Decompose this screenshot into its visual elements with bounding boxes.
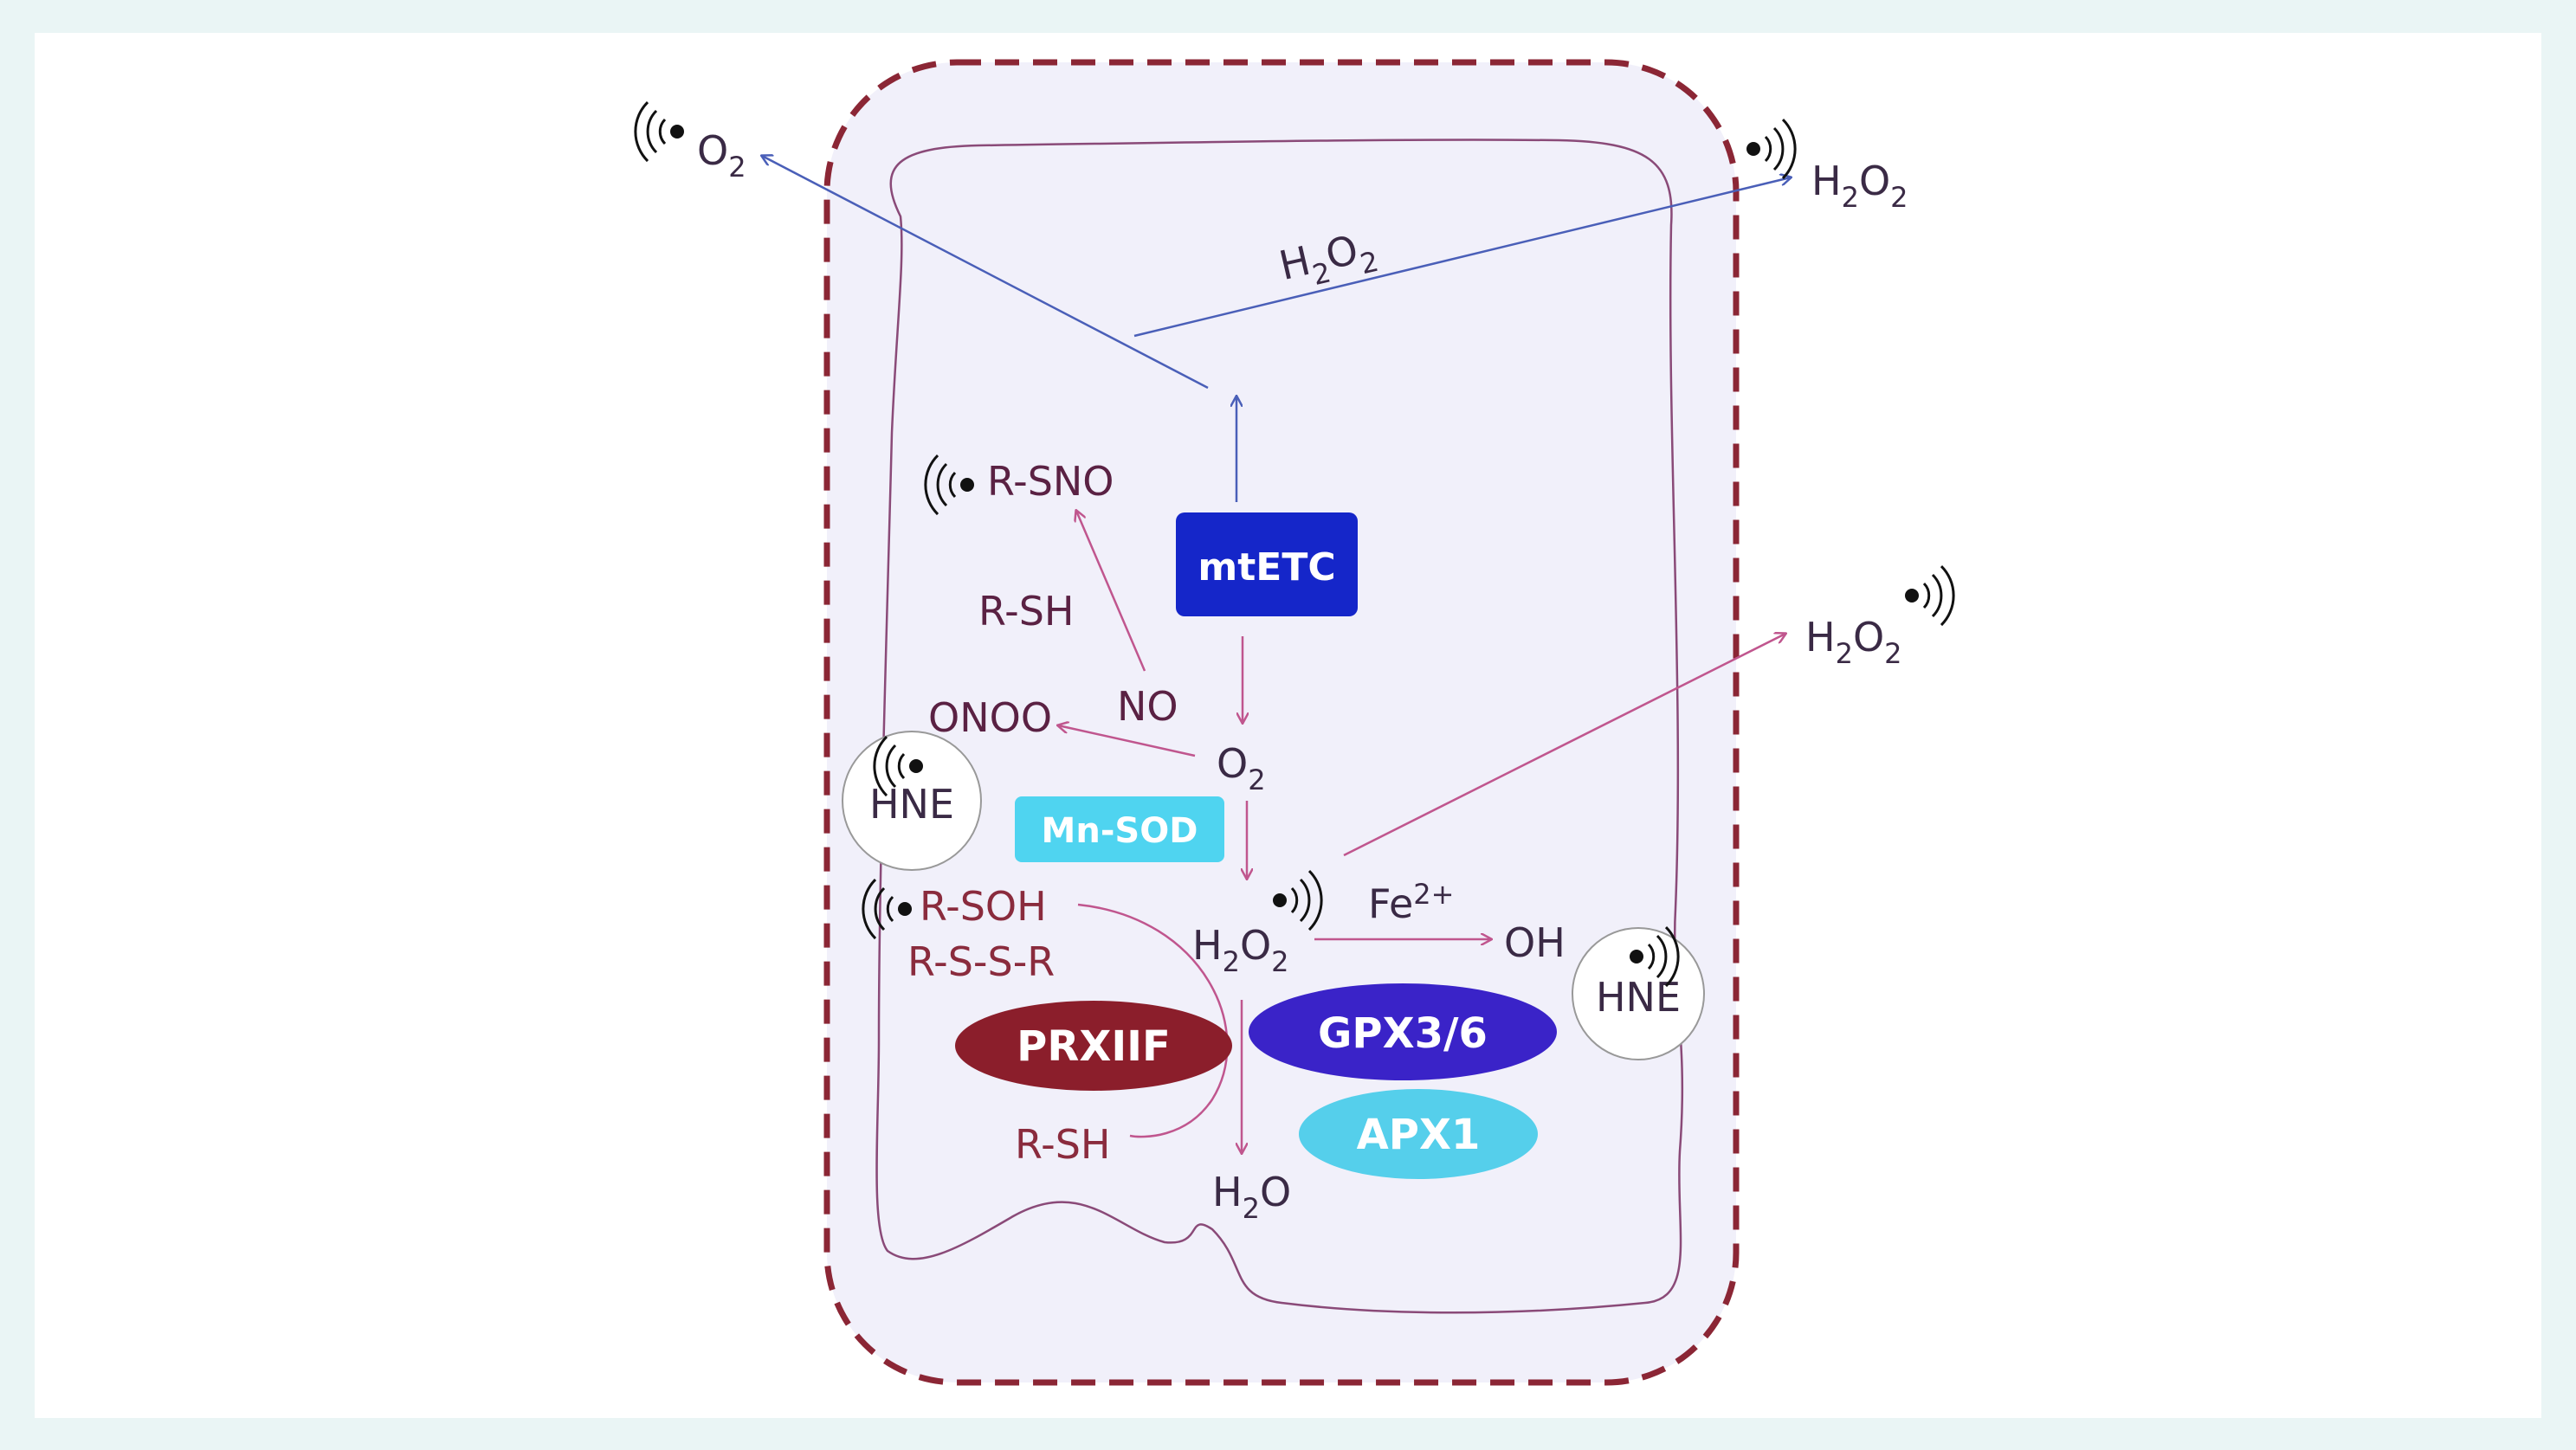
hne-right-label: HNE — [1596, 974, 1681, 1021]
hne-left-label: HNE — [869, 781, 954, 828]
gpx-ellipse — [1249, 983, 1557, 1080]
arrow-no-to-rsno — [1076, 511, 1146, 672]
onoo-label: ONOO — [928, 694, 1052, 741]
arrow-to-h2o2-out — [1133, 177, 1791, 338]
h2o-label: H2O — [1212, 1169, 1291, 1225]
rsh-bottom-label: R-SH — [1015, 1121, 1111, 1168]
apx1-label: APX1 — [1357, 1111, 1481, 1159]
arrow-o2-to-onoo — [1058, 725, 1196, 757]
rsoh-label: R-SOH — [920, 883, 1047, 930]
oh-label: OH — [1504, 919, 1566, 966]
no-label: NO — [1117, 683, 1178, 730]
prxiif-ellipse — [955, 1001, 1232, 1091]
h2o2-top-out-label: H2O2 — [1811, 158, 1908, 214]
arrow-prxiif-cycle — [1077, 903, 1229, 1138]
rsno-label: R-SNO — [987, 458, 1114, 505]
o2-out-label: O2 — [697, 127, 746, 184]
mtetc-box — [1176, 512, 1358, 616]
apx1-ellipse — [1299, 1089, 1538, 1179]
arrow-to-o2-out — [762, 156, 1209, 390]
prxiif-label: PRXIIF — [1017, 1022, 1171, 1071]
rssr-label: R-S-S-R — [907, 938, 1055, 985]
mitochondrion-outline — [875, 139, 1684, 1314]
rsh-top-label: R-SH — [978, 588, 1075, 635]
hne-right-circle — [1572, 927, 1705, 1060]
h2o2-center-label: H2O2 — [1192, 922, 1289, 978]
gpx-label: GPX3/6 — [1318, 1009, 1488, 1058]
hne-left-circle — [842, 731, 982, 871]
arrow-to-h2o2-right-out — [1343, 634, 1785, 857]
mnsod-label: Mn-SOD — [1042, 811, 1198, 851]
o2-center-label: O2 — [1217, 740, 1266, 796]
fe-label: Fe2+ — [1368, 878, 1454, 927]
mtetc-label: mtETC — [1198, 545, 1335, 590]
h2o2-right-out-label: H2O2 — [1805, 614, 1902, 670]
mnsod-box — [1015, 796, 1224, 862]
